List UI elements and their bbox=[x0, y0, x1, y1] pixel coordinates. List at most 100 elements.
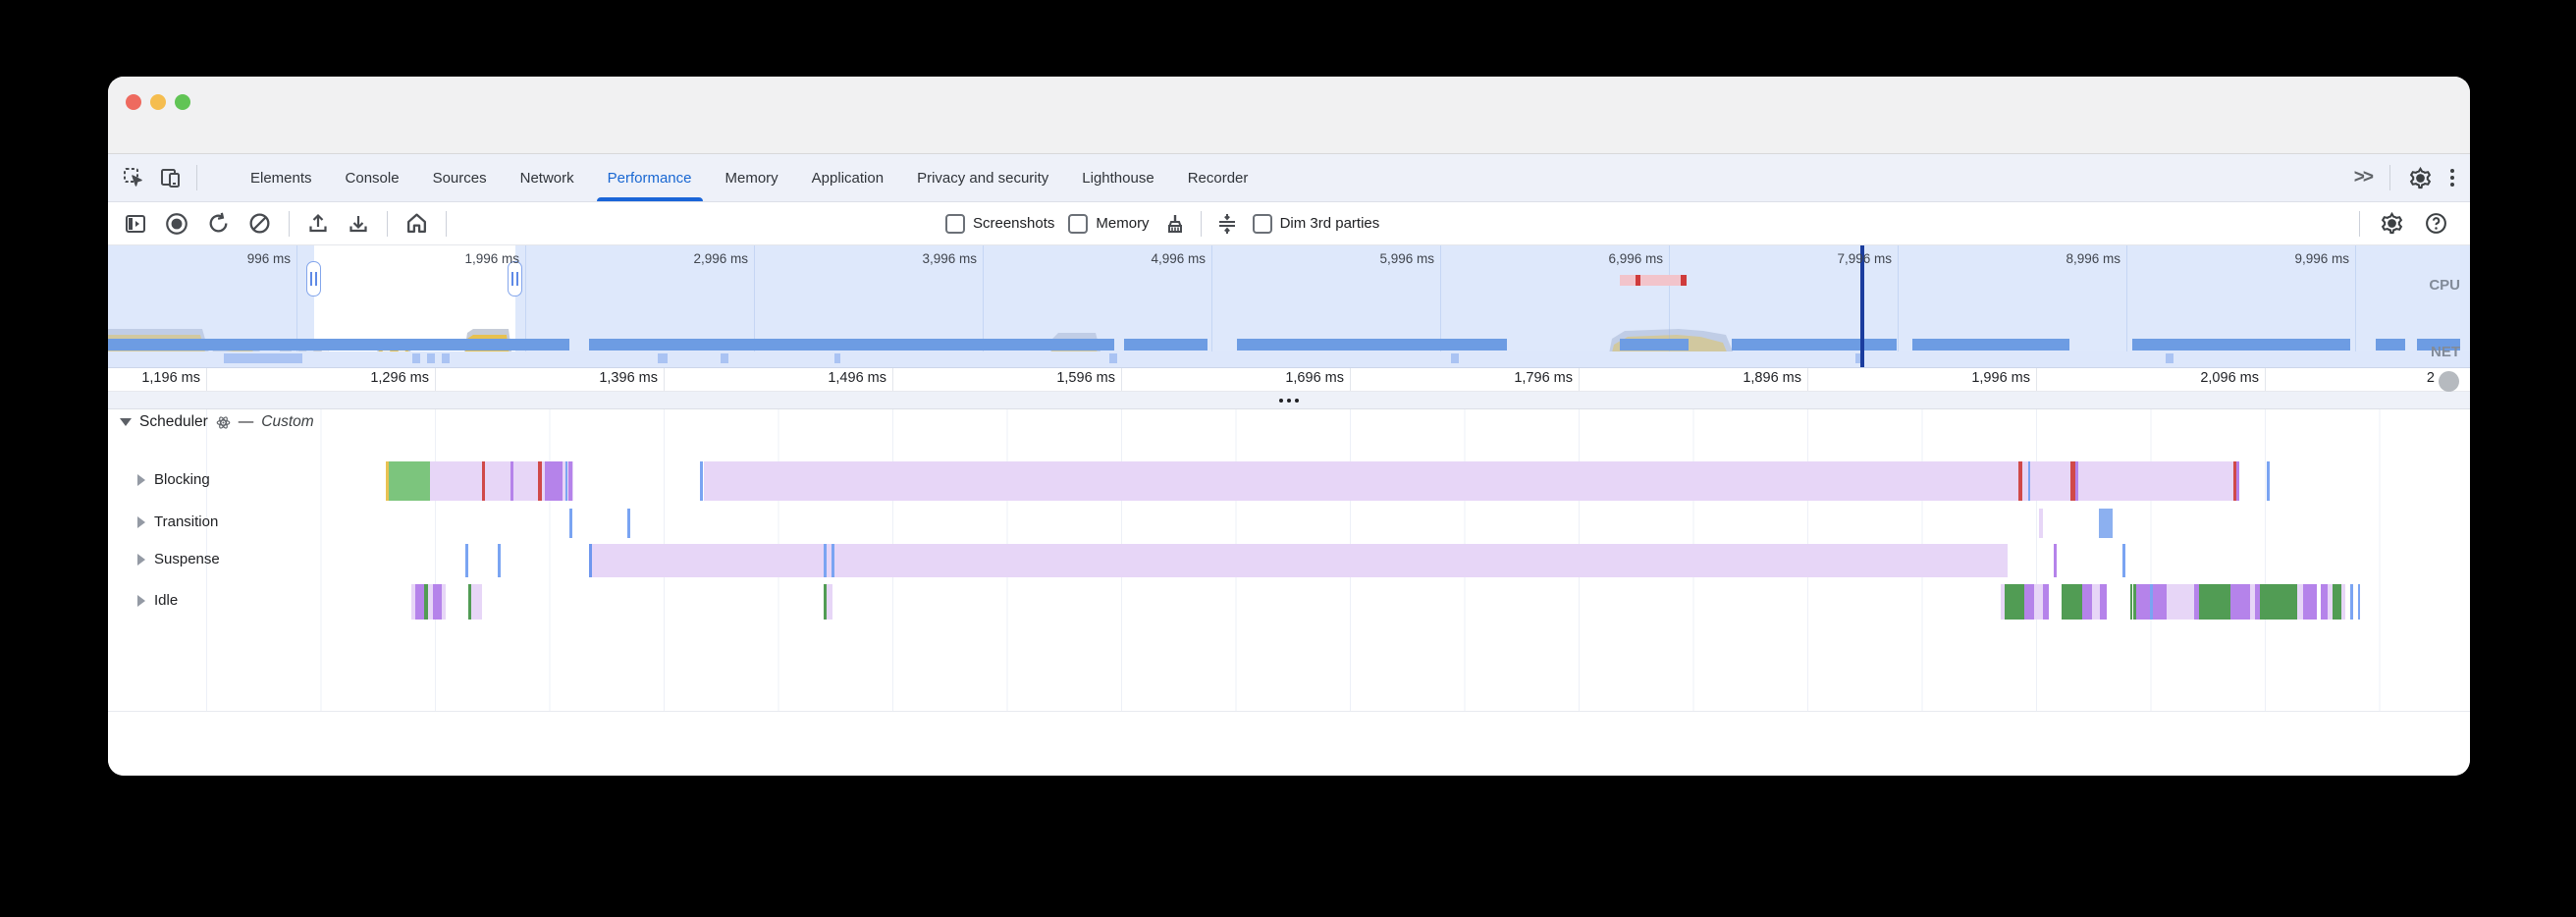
trace-segment-blocking[interactable] bbox=[538, 461, 542, 501]
tab-memory[interactable]: Memory bbox=[724, 169, 778, 187]
help-icon[interactable] bbox=[2424, 211, 2448, 236]
trace-segment-idle[interactable] bbox=[2350, 584, 2353, 620]
trace-segment-blocking[interactable] bbox=[2028, 461, 2030, 501]
trace-segment-suspense[interactable] bbox=[2054, 544, 2057, 577]
dim-3rd-parties-checkbox[interactable]: Dim 3rd parties bbox=[1252, 213, 1379, 234]
trace-segment-blocking[interactable] bbox=[568, 461, 572, 501]
selection-handle-left[interactable] bbox=[306, 261, 321, 297]
collect-garbage-icon[interactable] bbox=[1163, 212, 1187, 236]
trace-segment-idle[interactable] bbox=[2136, 584, 2150, 620]
trace-segment-idle[interactable] bbox=[2034, 584, 2043, 620]
trace-segment-blocking[interactable] bbox=[545, 461, 563, 501]
trace-segment-suspense[interactable] bbox=[498, 544, 501, 577]
trace-segment-blocking[interactable] bbox=[2070, 461, 2075, 501]
memory-checkbox[interactable]: Memory bbox=[1068, 213, 1150, 234]
tab-console[interactable]: Console bbox=[345, 169, 400, 187]
trace-segment-blocking[interactable] bbox=[700, 461, 703, 501]
trace-segment-blocking[interactable] bbox=[2018, 461, 2022, 501]
trace-segment-idle[interactable] bbox=[2358, 584, 2360, 620]
trace-segment-idle[interactable] bbox=[442, 584, 446, 620]
trace-segment-blocking[interactable] bbox=[704, 461, 2237, 501]
upload-profile-icon[interactable] bbox=[306, 212, 330, 236]
trace-segment-idle[interactable] bbox=[2250, 584, 2255, 620]
toggle-sidebar-icon[interactable] bbox=[124, 212, 147, 236]
device-toolbar-icon[interactable] bbox=[159, 166, 183, 189]
screenshots-checkbox-box[interactable] bbox=[945, 213, 965, 234]
collapse-triangle-icon[interactable] bbox=[120, 418, 132, 426]
reload-and-record-icon[interactable] bbox=[206, 211, 231, 236]
trace-segment-idle[interactable] bbox=[2153, 584, 2167, 620]
trace-segment-idle[interactable] bbox=[411, 584, 415, 620]
tab-lighthouse[interactable]: Lighthouse bbox=[1082, 169, 1154, 187]
tab-elements[interactable]: Elements bbox=[250, 169, 312, 187]
tab-application[interactable]: Application bbox=[811, 169, 885, 187]
tab-privacy-and-security[interactable]: Privacy and security bbox=[917, 169, 1049, 187]
track-row-label-suspense[interactable]: Suspense bbox=[137, 551, 220, 567]
capture-settings-gear-icon[interactable] bbox=[2380, 211, 2404, 236]
trace-segment-blocking[interactable] bbox=[510, 461, 513, 501]
trace-segment-blocking[interactable] bbox=[2233, 461, 2236, 501]
trace-segment-idle[interactable] bbox=[2199, 584, 2230, 620]
track-group-scheduler[interactable]: Scheduler — Custom bbox=[120, 413, 314, 431]
home-icon[interactable] bbox=[404, 211, 429, 236]
trace-segment-idle[interactable] bbox=[2333, 584, 2341, 620]
trace-segment-suspense[interactable] bbox=[832, 544, 834, 577]
trace-segment-idle[interactable] bbox=[2321, 584, 2328, 620]
clear-icon[interactable] bbox=[247, 211, 272, 236]
trace-segment-idle[interactable] bbox=[424, 584, 428, 620]
more-tabs-chevron-icon[interactable]: >> bbox=[2353, 167, 2374, 188]
trace-segment-idle[interactable] bbox=[2260, 584, 2297, 620]
vertical-scrollbar-thumb[interactable] bbox=[2439, 371, 2459, 392]
trace-segment-idle[interactable] bbox=[2001, 584, 2005, 620]
record-icon[interactable] bbox=[164, 211, 189, 237]
trace-segment-idle[interactable] bbox=[2005, 584, 2024, 620]
trace-segment-blocking[interactable] bbox=[482, 461, 485, 501]
trace-segment-idle[interactable] bbox=[2194, 584, 2199, 620]
tab-recorder[interactable]: Recorder bbox=[1187, 169, 1249, 187]
trace-segment-idle[interactable] bbox=[433, 584, 442, 620]
tab-network[interactable]: Network bbox=[519, 169, 574, 187]
trace-segment-idle[interactable] bbox=[827, 584, 832, 620]
trace-segment-idle[interactable] bbox=[2062, 584, 2082, 620]
track-row-label-transition[interactable]: Transition bbox=[137, 513, 218, 530]
minimize-window-button[interactable] bbox=[150, 94, 166, 110]
trace-segment-idle[interactable] bbox=[2230, 584, 2250, 620]
dim-3rd-parties-checkbox-box[interactable] bbox=[1252, 213, 1272, 234]
tab-sources[interactable]: Sources bbox=[432, 169, 487, 187]
memory-checkbox-box[interactable] bbox=[1068, 213, 1089, 234]
trace-segment-transition[interactable] bbox=[2039, 509, 2043, 538]
trace-segment-suspense[interactable] bbox=[2122, 544, 2125, 577]
settings-gear-icon[interactable] bbox=[2408, 166, 2433, 190]
close-window-button[interactable] bbox=[126, 94, 141, 110]
trace-segment-idle[interactable] bbox=[2024, 584, 2034, 620]
trace-segment-suspense[interactable] bbox=[465, 544, 468, 577]
window-titlebar[interactable] bbox=[108, 77, 2470, 154]
trace-segment-idle[interactable] bbox=[2082, 584, 2092, 620]
trace-segment-blocking[interactable] bbox=[2236, 461, 2239, 501]
trace-segment-idle[interactable] bbox=[2100, 584, 2107, 620]
track-row-label-idle[interactable]: Idle bbox=[137, 592, 178, 609]
trace-segment-transition[interactable] bbox=[627, 509, 630, 538]
trace-segment-idle[interactable] bbox=[2341, 584, 2345, 620]
expand-triangle-icon[interactable] bbox=[137, 515, 145, 528]
track-row-label-blocking[interactable]: Blocking bbox=[137, 471, 210, 488]
trace-segment-blocking[interactable] bbox=[386, 461, 389, 501]
tab-performance[interactable]: Performance bbox=[591, 154, 709, 201]
trace-segment-idle[interactable] bbox=[2255, 584, 2260, 620]
trace-segment-idle[interactable] bbox=[2167, 584, 2194, 620]
trace-segment-idle[interactable] bbox=[2150, 584, 2153, 620]
zoom-window-button[interactable] bbox=[175, 94, 190, 110]
inspect-element-icon[interactable] bbox=[122, 166, 145, 189]
trace-segment-idle[interactable] bbox=[471, 584, 482, 620]
trace-segment-blocking[interactable] bbox=[2267, 461, 2270, 501]
trace-segment-transition[interactable] bbox=[2099, 509, 2113, 538]
trace-segment-idle[interactable] bbox=[2328, 584, 2333, 620]
expand-triangle-icon[interactable] bbox=[137, 553, 145, 566]
trace-segment-idle[interactable] bbox=[824, 584, 827, 620]
trace-segment-idle[interactable] bbox=[415, 584, 424, 620]
collapse-flame-icon[interactable] bbox=[1215, 212, 1239, 236]
trace-segment-idle[interactable] bbox=[2130, 584, 2132, 620]
